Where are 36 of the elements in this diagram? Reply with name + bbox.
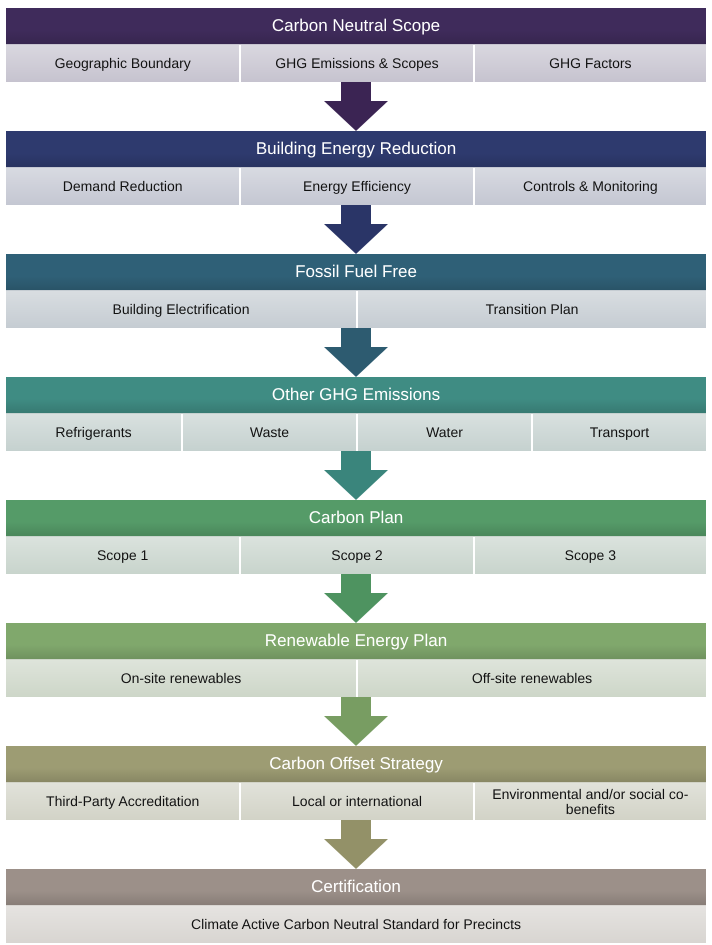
arrow xyxy=(324,697,388,746)
arrow xyxy=(324,205,388,254)
stage-header: Other GHG Emissions xyxy=(6,377,706,413)
stage-header: Building Energy Reduction xyxy=(6,131,706,167)
stage-header: Certification xyxy=(6,869,706,905)
category-cell: Scope 2 xyxy=(239,537,473,574)
stage-panel xyxy=(6,8,706,82)
category-cell: GHG Factors xyxy=(472,45,706,82)
category-cell: Scope 3 xyxy=(472,537,706,574)
arrow xyxy=(324,820,388,869)
category-cell: Energy Efficiency xyxy=(239,168,473,205)
stage-header: Carbon Offset Strategy xyxy=(6,746,706,782)
category-cell: Water xyxy=(356,414,531,451)
category-cell: GHG Emissions & Scopes xyxy=(239,45,473,82)
stage-panel xyxy=(6,746,706,820)
category-cell: Waste xyxy=(181,414,356,451)
category-cell: Local or international xyxy=(239,783,473,820)
stage-header: Carbon Plan xyxy=(6,500,706,536)
category-cell: Transport xyxy=(531,414,706,451)
stage-panel xyxy=(6,377,706,451)
stage-panel xyxy=(6,254,706,328)
arrow xyxy=(324,574,388,623)
category-cell: Environmental and/or social co-benefits xyxy=(472,783,706,820)
stage-panel xyxy=(6,500,706,574)
category-cell: Off-site renewables xyxy=(356,660,706,697)
category-cell: Transition Plan xyxy=(356,291,706,328)
stage-panel xyxy=(6,131,706,205)
stage-header: Carbon Neutral Scope xyxy=(6,8,706,44)
stage-header: Fossil Fuel Free xyxy=(6,254,706,290)
arrow xyxy=(324,82,388,131)
arrow xyxy=(324,451,388,500)
category-cell: Controls & Monitoring xyxy=(472,168,706,205)
stage-panel xyxy=(6,869,706,943)
stage-panel xyxy=(6,623,706,697)
stage-header: Renewable Energy Plan xyxy=(6,623,706,659)
arrow xyxy=(324,328,388,377)
